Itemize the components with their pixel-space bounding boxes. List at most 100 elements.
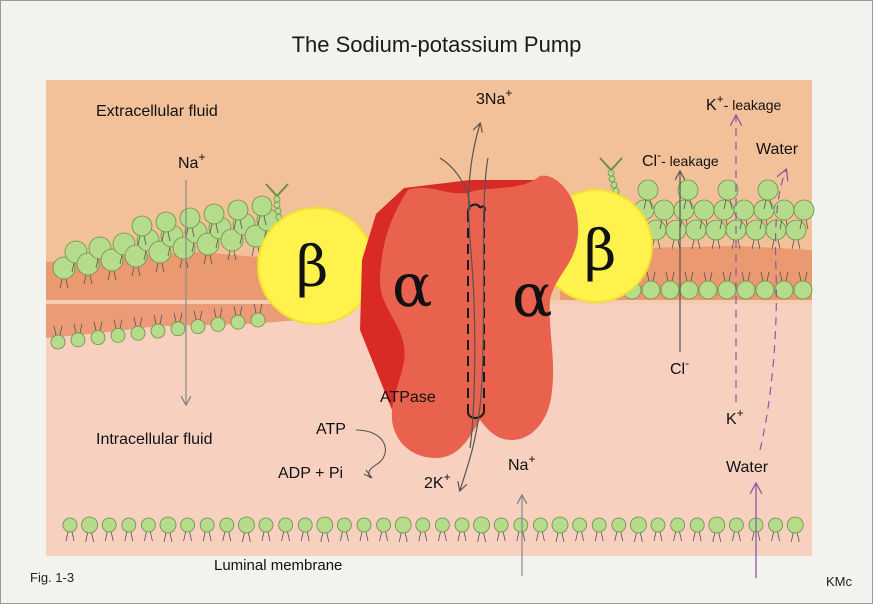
na-entry-curve: [439, 157, 471, 211]
lipid-molecule: [297, 517, 313, 542]
lipid-molecule: [278, 517, 294, 542]
lipid-molecule: [180, 517, 196, 542]
three-na-arrow: [468, 124, 480, 449]
lipid-molecule: [227, 199, 249, 230]
lipid-molecule: [689, 517, 705, 542]
lipid-molecule: [717, 179, 739, 210]
lipid-molecule: [513, 517, 529, 542]
lipid-molecule: [219, 517, 235, 542]
lipid-molecule: [473, 516, 491, 543]
alpha-label-left: α: [392, 251, 433, 321]
lipid-molecule: [50, 325, 66, 350]
atp-label: ATP: [316, 421, 346, 438]
lipid-molecule: [757, 179, 779, 210]
lipid-molecule: [793, 199, 815, 230]
lipid-molecule: [237, 516, 255, 543]
adp-label: ADP + Pi: [278, 465, 343, 482]
lipid-molecule: [677, 179, 699, 210]
lipid-molecule: [203, 203, 225, 234]
lipid-molecule: [768, 517, 783, 542]
lipid-molecule: [591, 517, 607, 542]
lipid-molecule: [70, 323, 86, 348]
lipid-molecule: [774, 271, 794, 300]
lipid-molecule: [376, 517, 392, 542]
lipid-molecule: [660, 271, 680, 300]
extracellular-label: Extracellular fluid: [96, 103, 218, 120]
adp-arrow-tip: [363, 469, 373, 479]
lipid-molecule: [210, 308, 226, 332]
lipid-molecule: [454, 517, 470, 542]
lipid-molecule: [356, 517, 372, 542]
lipid-molecule: [199, 517, 215, 542]
lipid-molecule: [551, 516, 569, 543]
lipid-molecule: [793, 271, 813, 300]
atp-hydrolysis-arrow: [355, 429, 386, 479]
lipid-bilayer-left: [50, 195, 280, 350]
lipid-molecule: [258, 517, 274, 542]
lipid-molecule: [170, 312, 186, 337]
lipid-molecule: [110, 319, 126, 343]
lipid-molecule: [708, 516, 726, 543]
lipid-layer-luminal: [62, 516, 804, 543]
lipid-molecule: [251, 195, 273, 226]
glycan-chain-right: [599, 157, 623, 201]
lipid-molecule: [336, 517, 352, 542]
lipid-molecule: [121, 517, 137, 542]
lipid-molecule: [650, 517, 666, 542]
lipid-molecule: [148, 240, 172, 273]
diagram-title: The Sodium-potassium Pump: [291, 32, 582, 57]
lipid-molecule: [76, 252, 100, 285]
figure-number: Fig. 1-3: [30, 570, 74, 585]
lipid-molecule: [150, 314, 166, 339]
lipid-molecule: [755, 271, 775, 300]
lipid-molecule: [415, 517, 431, 542]
lipid-molecule: [434, 517, 450, 542]
water-bottom-label: Water: [726, 459, 769, 476]
lipid-molecule: [81, 516, 98, 543]
lipid-molecule: [190, 310, 206, 335]
water-flow-arrow: [759, 170, 786, 451]
two-k-arrow: [460, 157, 489, 490]
three-na-label: 3Na+: [476, 86, 512, 108]
lipid-molecule: [736, 271, 756, 300]
lipid-molecule: [637, 179, 659, 210]
atpase-label: ATPase: [380, 389, 436, 406]
k-inside-label: K+: [726, 406, 744, 428]
alpha-label-right: α: [512, 261, 553, 331]
lipid-molecule: [101, 517, 117, 542]
lipid-molecule: [670, 517, 685, 542]
lipid-molecule: [62, 517, 78, 542]
k-leakage-label: K+- leakage: [706, 92, 781, 114]
lipid-molecule: [140, 517, 156, 542]
lipid-molecule: [220, 228, 244, 261]
lipid-molecule: [250, 303, 266, 328]
lipid-molecule: [394, 516, 412, 543]
intracellular-label: Intracellular fluid: [96, 431, 213, 448]
lipid-molecule: [130, 317, 146, 341]
na-left-label: Na+: [178, 150, 205, 172]
lipid-molecule: [155, 211, 177, 242]
lipid-molecule: [230, 306, 246, 330]
alpha-subunit: [379, 175, 579, 458]
lipid-molecule: [786, 516, 804, 543]
credit-label: KMc: [826, 574, 853, 589]
luminal-membrane-label: Luminal membrane: [214, 557, 342, 574]
beta-label-left: β: [296, 235, 328, 300]
na-bottom-label: Na+: [508, 452, 535, 474]
lipid-molecule: [124, 244, 148, 277]
lipid-molecule: [572, 517, 587, 542]
lipid-molecule: [100, 248, 124, 281]
cl-inside-label: Cl-: [670, 356, 689, 378]
lipid-molecule: [52, 256, 76, 289]
lipid-molecule: [753, 199, 775, 230]
lipid-molecule: [493, 517, 509, 542]
cl-leakage-label: Cl-- leakage: [642, 148, 719, 170]
lipid-molecule: [698, 271, 718, 300]
lipid-molecule: [611, 517, 627, 542]
lipid-molecule: [196, 232, 220, 265]
lipid-molecule: [729, 517, 744, 542]
lipid-molecule: [533, 517, 548, 542]
lipid-molecule: [90, 321, 106, 346]
lipid-molecule: [159, 516, 177, 543]
